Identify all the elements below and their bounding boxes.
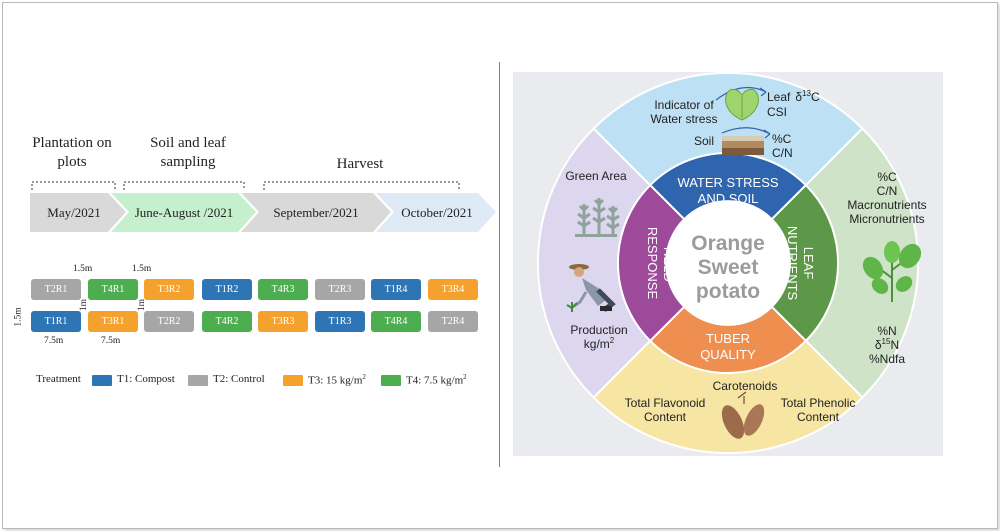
inner-quadrant-tuber (648, 305, 808, 375)
leaf-ndfa: %Ndfa (869, 352, 905, 366)
inner-water-line2: AND SOIL (698, 191, 759, 206)
leaf-icon (725, 89, 759, 121)
tuber-flavonoid-line1: Total Flavonoid (625, 396, 706, 410)
plot-t3r2: T3R2 (144, 279, 194, 300)
center-circle (667, 202, 789, 324)
dim-length-1: 7.5m (44, 336, 64, 346)
farmer-icon (566, 264, 616, 312)
plot-t1r3: T1R3 (315, 311, 365, 332)
inner-quadrant-water (648, 151, 808, 221)
plot-t4r1: T4R1 (88, 279, 138, 300)
brace-plantation (31, 181, 116, 190)
panel-divider (499, 62, 500, 467)
plot-t4r4: T4R4 (371, 311, 421, 332)
chevron-june (111, 193, 256, 232)
inner-yield-line1: YIELD (661, 244, 676, 282)
dim-length-2: 7.5m (101, 336, 121, 346)
month-october: October/2021 (401, 204, 473, 220)
inner-quadrant-leaf (770, 183, 840, 343)
legend-swatch-t3 (283, 375, 303, 386)
phase-harvest: Harvest (336, 156, 384, 172)
leaf-d15n: δ15N (875, 337, 899, 352)
chevron-may (30, 193, 126, 232)
chevron-october (376, 193, 496, 232)
tuber-phenolic-line1: Total Phenolic (781, 396, 856, 410)
leaf-micro: Micronutrients (849, 212, 924, 226)
center-line2: Sweet (698, 256, 759, 279)
yield-production-line1: Production (570, 323, 627, 337)
legend-t2: T2: Control (213, 373, 265, 385)
inner-leaf-line2: NUTRIENTS (785, 226, 800, 301)
tuber-carotenoids: Carotenoids (713, 379, 778, 393)
center-line3: potato (696, 280, 760, 303)
water-indicator-line2: Water stress (651, 112, 718, 126)
leaf-n: %N (877, 324, 896, 338)
tuber-phenolic-line2: Content (797, 410, 840, 424)
center-line1: Orange (691, 232, 765, 255)
plot-t1r2: T1R2 (202, 279, 252, 300)
plot-t4r2: T4R2 (202, 311, 252, 332)
leaf-macro: Macronutrients (847, 198, 926, 212)
tuber-icon (721, 391, 765, 439)
legend-swatch-t1 (92, 375, 112, 386)
plant-icon (862, 241, 922, 302)
water-csi-label: CSI (767, 105, 787, 119)
inner-yield-line2: RESPONSE (645, 227, 660, 300)
water-soil-c: %C (772, 132, 792, 146)
plot-t2r3: T2R3 (315, 279, 365, 300)
month-september: September/2021 (273, 204, 359, 220)
dim-spacing-2: 1.5m (132, 264, 152, 274)
month-june-august: June-August /2021 (134, 204, 234, 220)
phase-braces (31, 181, 460, 190)
brace-sampling (123, 181, 245, 190)
plot-t4r3: T4R3 (258, 279, 308, 300)
inner-quadrant-yield (616, 183, 686, 343)
water-soil-cn: C/N (772, 146, 793, 160)
dim-spacing-1: 1.5m (73, 264, 93, 274)
legend-t4: T4: 7.5 kg/m2 (406, 373, 467, 387)
inner-tuber-line1: TUBER (706, 331, 750, 346)
plot-t3r4: T3R4 (428, 279, 478, 300)
legend-swatch-t2 (188, 375, 208, 386)
inner-leaf-line1: LEAF (801, 247, 816, 280)
yield-green-area: Green Area (565, 169, 627, 183)
leaf-cn: C/N (877, 184, 898, 198)
brace-harvest (263, 181, 460, 190)
plot-t2r1: T2R1 (31, 279, 81, 300)
month-may: May/2021 (47, 204, 101, 220)
legend-swatch-t4 (381, 375, 401, 386)
leaf-arrow (715, 86, 767, 101)
yield-production-line2: kg/m2 (584, 336, 615, 351)
water-indicator-line1: Indicator of (654, 98, 714, 112)
legend-title: Treatment (36, 373, 81, 385)
legend-t3: T3: 15 kg/m2 (308, 373, 366, 387)
leaf-c: %C (877, 170, 897, 184)
soil-layers-icon (722, 136, 764, 155)
phase-sampling: Soil and leaf sampling (150, 135, 226, 170)
inner-water-line1: WATER STRESS (677, 175, 778, 190)
plot-t1r1: T1R1 (31, 311, 81, 332)
legend-t1: T1: Compost (117, 373, 175, 385)
plot-t3r3: T3R3 (258, 311, 308, 332)
plot-t2r2: T2R2 (144, 311, 194, 332)
plot-t1r4: T1R4 (371, 279, 421, 300)
water-soil-label: Soil (694, 134, 714, 148)
seedling-icon (575, 198, 620, 237)
chevron-september (241, 193, 391, 232)
plot-t2r4: T2R4 (428, 311, 478, 332)
phase-plantation: Plantation on plots (32, 135, 112, 170)
plot-t3r1: T3R1 (88, 311, 138, 332)
inner-tuber-line2: QUALITY (700, 347, 756, 362)
tuber-flavonoid-line2: Content (644, 410, 687, 424)
month-chevrons (30, 193, 496, 232)
